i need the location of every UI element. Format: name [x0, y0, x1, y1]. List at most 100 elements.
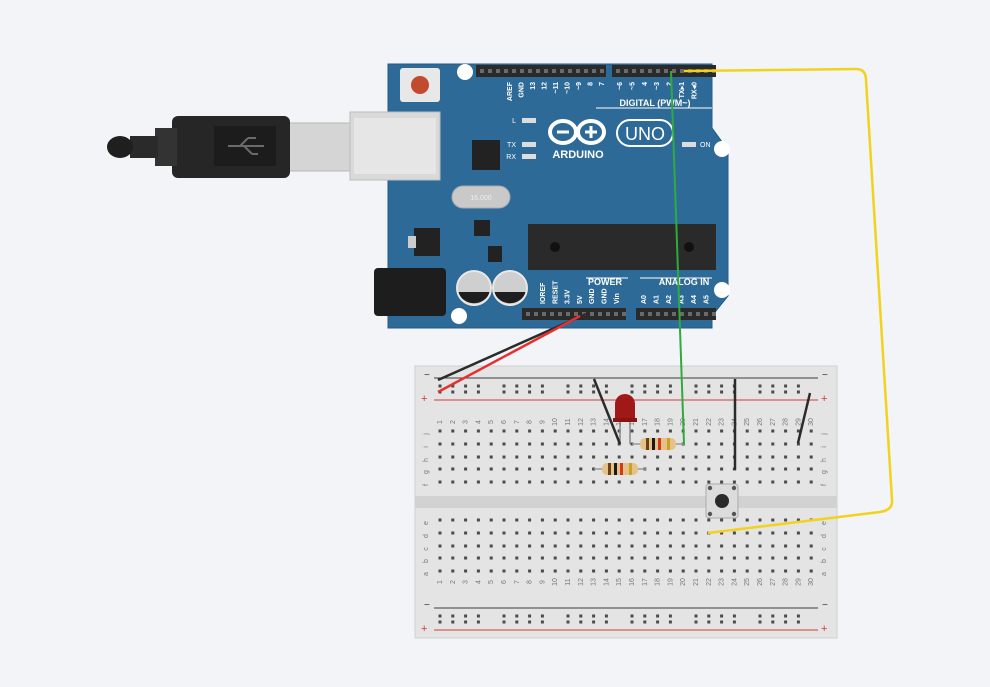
breadboard-hole[interactable] [732, 480, 736, 484]
breadboard-hole[interactable] [566, 442, 570, 446]
breadboard-hole[interactable] [566, 569, 570, 573]
breadboard-hole[interactable] [796, 569, 800, 573]
rail-hole[interactable] [758, 620, 762, 624]
breadboard-hole[interactable] [528, 429, 532, 433]
breadboard-hole[interactable] [515, 569, 519, 573]
breadboard-hole[interactable] [668, 556, 672, 560]
rail-hole[interactable] [758, 384, 762, 388]
breadboard-hole[interactable] [707, 429, 711, 433]
breadboard-hole[interactable] [515, 531, 519, 535]
header-hole[interactable] [664, 312, 668, 316]
rail-hole[interactable] [451, 384, 455, 388]
header-hole[interactable] [704, 312, 708, 316]
header-hole[interactable] [512, 69, 516, 73]
breadboard-hole[interactable] [451, 467, 455, 471]
rail-hole[interactable] [720, 614, 724, 618]
breadboard-hole[interactable] [502, 480, 506, 484]
header-hole[interactable] [488, 69, 492, 73]
breadboard-hole[interactable] [604, 569, 608, 573]
breadboard-hole[interactable] [540, 442, 544, 446]
rail-hole[interactable] [579, 620, 583, 624]
breadboard-hole[interactable] [681, 518, 685, 522]
breadboard-hole[interactable] [502, 518, 506, 522]
breadboard-hole[interactable] [438, 480, 442, 484]
rail-hole[interactable] [566, 620, 570, 624]
wire-yellow[interactable] [683, 67, 894, 535]
breadboard-hole[interactable] [579, 480, 583, 484]
breadboard-hole[interactable] [502, 544, 506, 548]
breadboard-hole[interactable] [451, 455, 455, 459]
header-hole[interactable] [534, 312, 538, 316]
breadboard-hole[interactable] [694, 569, 698, 573]
rail-hole[interactable] [784, 620, 788, 624]
breadboard-hole[interactable] [784, 544, 788, 548]
breadboard-hole[interactable] [617, 544, 621, 548]
header-hole[interactable] [672, 312, 676, 316]
led-red[interactable] [613, 394, 637, 444]
breadboard-hole[interactable] [566, 429, 570, 433]
breadboard-hole[interactable] [809, 544, 813, 548]
header-hole[interactable] [648, 69, 652, 73]
breadboard-hole[interactable] [592, 518, 596, 522]
breadboard-hole[interactable] [784, 467, 788, 471]
breadboard-hole[interactable] [604, 480, 608, 484]
header-hole[interactable] [680, 69, 684, 73]
breadboard-hole[interactable] [604, 455, 608, 459]
breadboard-hole[interactable] [604, 429, 608, 433]
breadboard-hole[interactable] [796, 442, 800, 446]
breadboard-hole[interactable] [668, 455, 672, 459]
header-hole[interactable] [574, 312, 578, 316]
rail-hole[interactable] [784, 614, 788, 618]
breadboard-hole[interactable] [464, 518, 468, 522]
breadboard-hole[interactable] [809, 480, 813, 484]
breadboard-hole[interactable] [592, 467, 596, 471]
breadboard-hole[interactable] [784, 442, 788, 446]
breadboard-hole[interactable] [643, 544, 647, 548]
header-hole[interactable] [640, 312, 644, 316]
breadboard-hole[interactable] [451, 518, 455, 522]
rail-hole[interactable] [592, 384, 596, 388]
breadboard-hole[interactable] [809, 531, 813, 535]
breadboard-hole[interactable] [502, 442, 506, 446]
breadboard-hole[interactable] [438, 556, 442, 560]
rail-hole[interactable] [630, 390, 634, 394]
breadboard-hole[interactable] [656, 556, 660, 560]
rail-hole[interactable] [668, 390, 672, 394]
breadboard-hole[interactable] [604, 518, 608, 522]
breadboard-hole[interactable] [438, 455, 442, 459]
rail-hole[interactable] [566, 384, 570, 388]
breadboard-hole[interactable] [771, 442, 775, 446]
breadboard-hole[interactable] [771, 569, 775, 573]
breadboard-hole[interactable] [502, 531, 506, 535]
breadboard-hole[interactable] [579, 455, 583, 459]
rail-hole[interactable] [438, 620, 442, 624]
rail-hole[interactable] [528, 390, 532, 394]
rail-hole[interactable] [732, 614, 736, 618]
rail-hole[interactable] [758, 390, 762, 394]
breadboard-hole[interactable] [476, 556, 480, 560]
breadboard-hole[interactable] [758, 480, 762, 484]
breadboard-hole[interactable] [643, 531, 647, 535]
breadboard-hole[interactable] [579, 544, 583, 548]
breadboard-hole[interactable] [784, 531, 788, 535]
breadboard-hole[interactable] [694, 544, 698, 548]
breadboard-hole[interactable] [553, 518, 557, 522]
breadboard-hole[interactable] [579, 556, 583, 560]
breadboard-hole[interactable] [796, 480, 800, 484]
breadboard-hole[interactable] [796, 467, 800, 471]
breadboard-hole[interactable] [784, 455, 788, 459]
breadboard-hole[interactable] [630, 556, 634, 560]
breadboard-hole[interactable] [643, 429, 647, 433]
header-hole[interactable] [656, 312, 660, 316]
breadboard-hole[interactable] [592, 569, 596, 573]
breadboard-hole[interactable] [707, 544, 711, 548]
header-hole[interactable] [640, 69, 644, 73]
breadboard-hole[interactable] [476, 531, 480, 535]
rail-hole[interactable] [604, 384, 608, 388]
breadboard-hole[interactable] [451, 531, 455, 535]
breadboard-hole[interactable] [668, 429, 672, 433]
breadboard-hole[interactable] [489, 569, 493, 573]
breadboard-hole[interactable] [592, 429, 596, 433]
rail-hole[interactable] [668, 620, 672, 624]
